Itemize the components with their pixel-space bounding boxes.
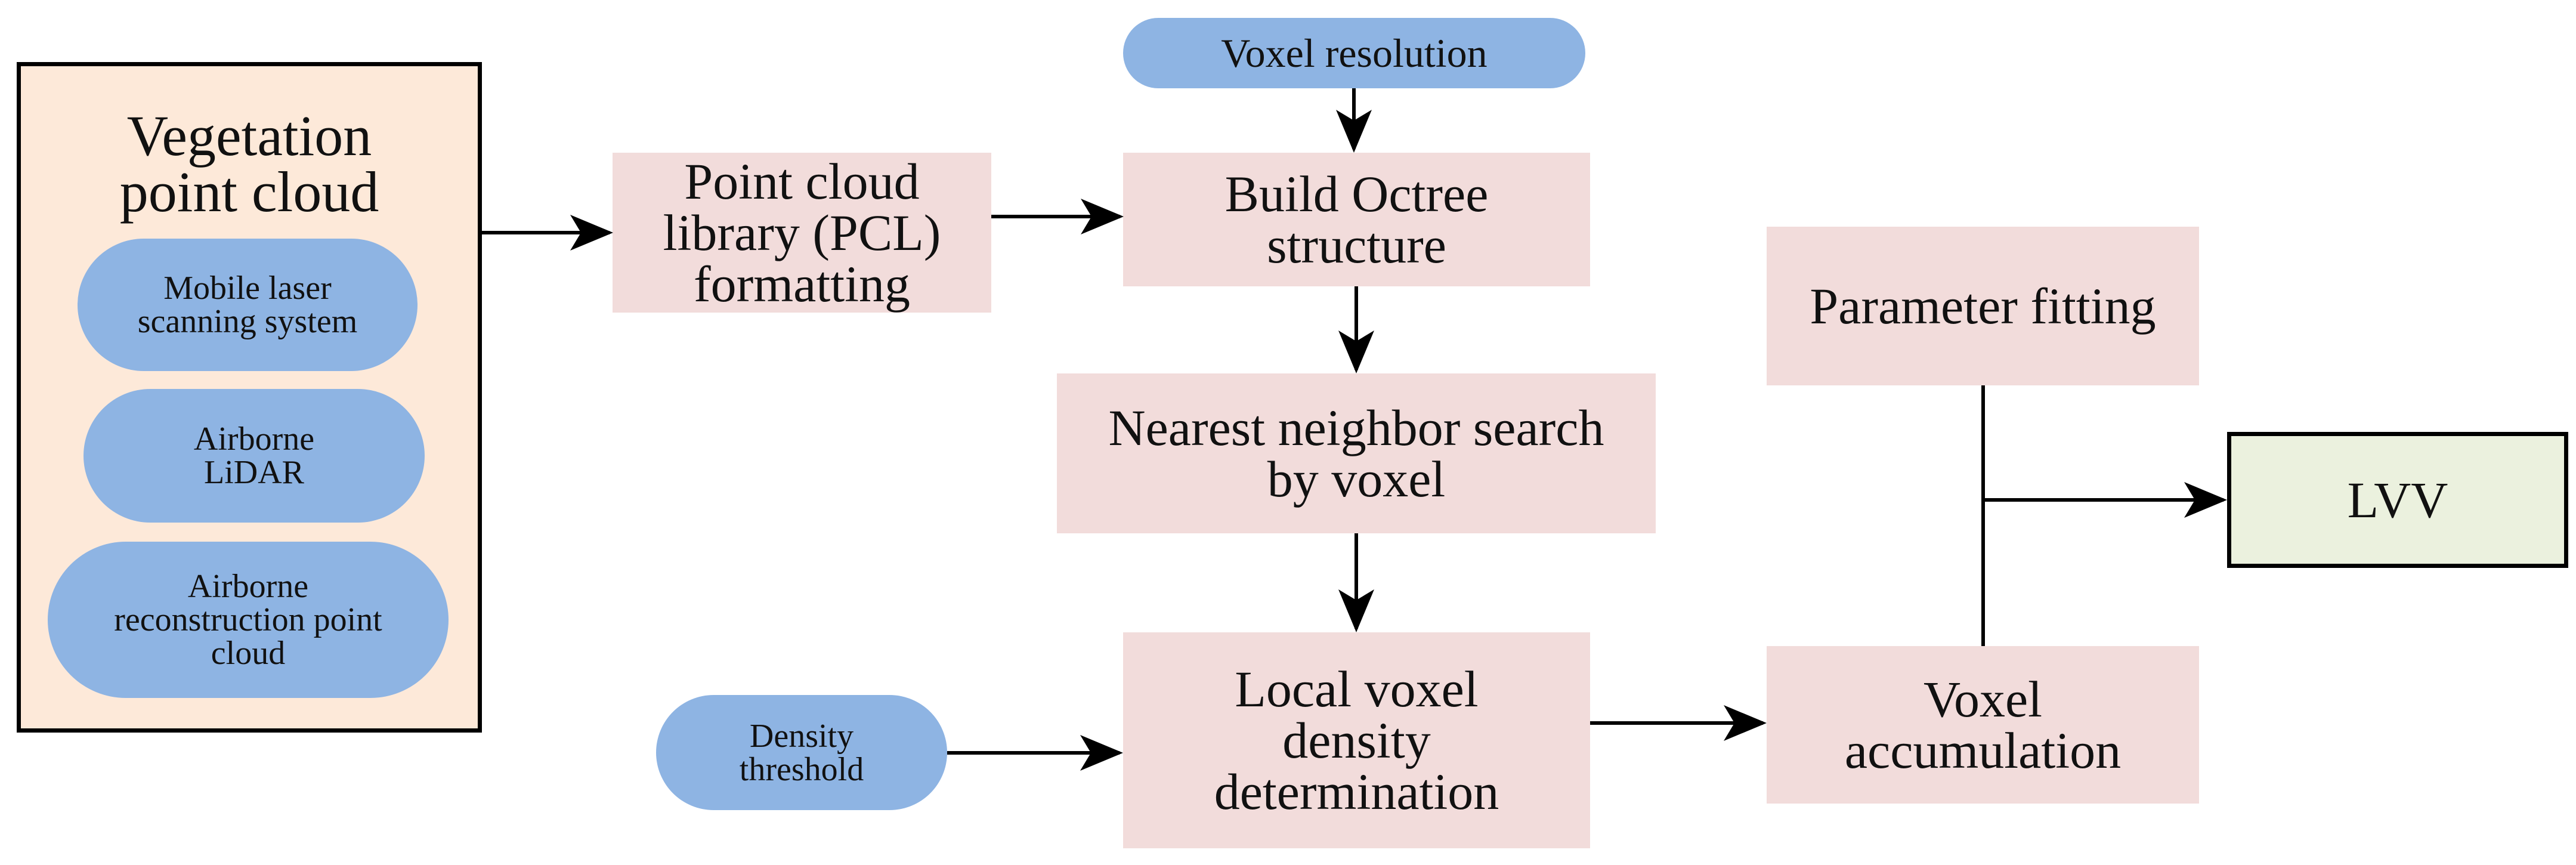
build-octree-node: Build Octree structure: [1123, 153, 1590, 286]
airborne-lidar-line-1: Airborne: [193, 421, 315, 458]
pcl-line-2: library (PCL): [663, 204, 941, 261]
parameter-fitting-label: Parameter fitting: [1810, 277, 2156, 335]
voxel-resolution-label: Voxel resolution: [1221, 30, 1488, 76]
pcl-formatting-node: Point cloud library (PCL) formatting: [613, 153, 991, 313]
density-line-2: threshold: [739, 750, 864, 788]
mobile-laser-line-2: scanning system: [137, 303, 358, 340]
local-voxel-density-node: Local voxel density determination: [1123, 632, 1590, 848]
pcl-line-1: Point cloud: [684, 153, 920, 210]
lvd-line-3: determination: [1214, 763, 1499, 820]
lvv-output-node: LVV: [2227, 432, 2568, 568]
nearest-neighbor-search-node: Nearest neighbor search by voxel: [1057, 373, 1656, 533]
voxel-resolution-node: Voxel resolution: [1123, 18, 1585, 88]
lvd-line-1: Local voxel: [1235, 660, 1479, 718]
mobile-laser-line-1: Mobile laser: [163, 270, 332, 307]
airborne-recon-line-3: cloud: [211, 635, 286, 672]
airborne-recon-line-1: Airborne: [187, 568, 309, 605]
octree-line-2: structure: [1267, 217, 1446, 274]
lvv-label: LVV: [2347, 471, 2448, 529]
parameter-fitting-node: Parameter fitting: [1767, 227, 2199, 385]
accum-line-2: accumulation: [1844, 722, 2122, 779]
mobile-laser-scanning-node: Mobile laser scanning system: [78, 239, 418, 371]
nn-line-2: by voxel: [1267, 450, 1446, 508]
airborne-recon-line-2: reconstruction point: [114, 601, 382, 638]
vegetation-point-cloud-title: Vegetation point cloud: [21, 104, 478, 224]
voxel-accumulation-node: Voxel accumulation: [1767, 646, 2199, 804]
vegetation-title-line-1: Vegetation: [126, 104, 372, 168]
airborne-lidar-node: Airborne LiDAR: [84, 389, 425, 523]
accum-line-1: Voxel: [1923, 671, 2043, 728]
airborne-lidar-line-2: LiDAR: [204, 454, 304, 491]
density-line-1: Density: [749, 717, 854, 755]
airborne-reconstruction-node: Airborne reconstruction point cloud: [48, 542, 449, 698]
density-threshold-node: Density threshold: [656, 695, 947, 810]
vegetation-title-line-2: point cloud: [119, 160, 379, 224]
octree-line-1: Build Octree: [1224, 165, 1489, 223]
pcl-line-3: formatting: [693, 255, 911, 313]
lvd-line-2: density: [1282, 712, 1431, 769]
nn-line-1: Nearest neighbor search: [1108, 399, 1604, 456]
